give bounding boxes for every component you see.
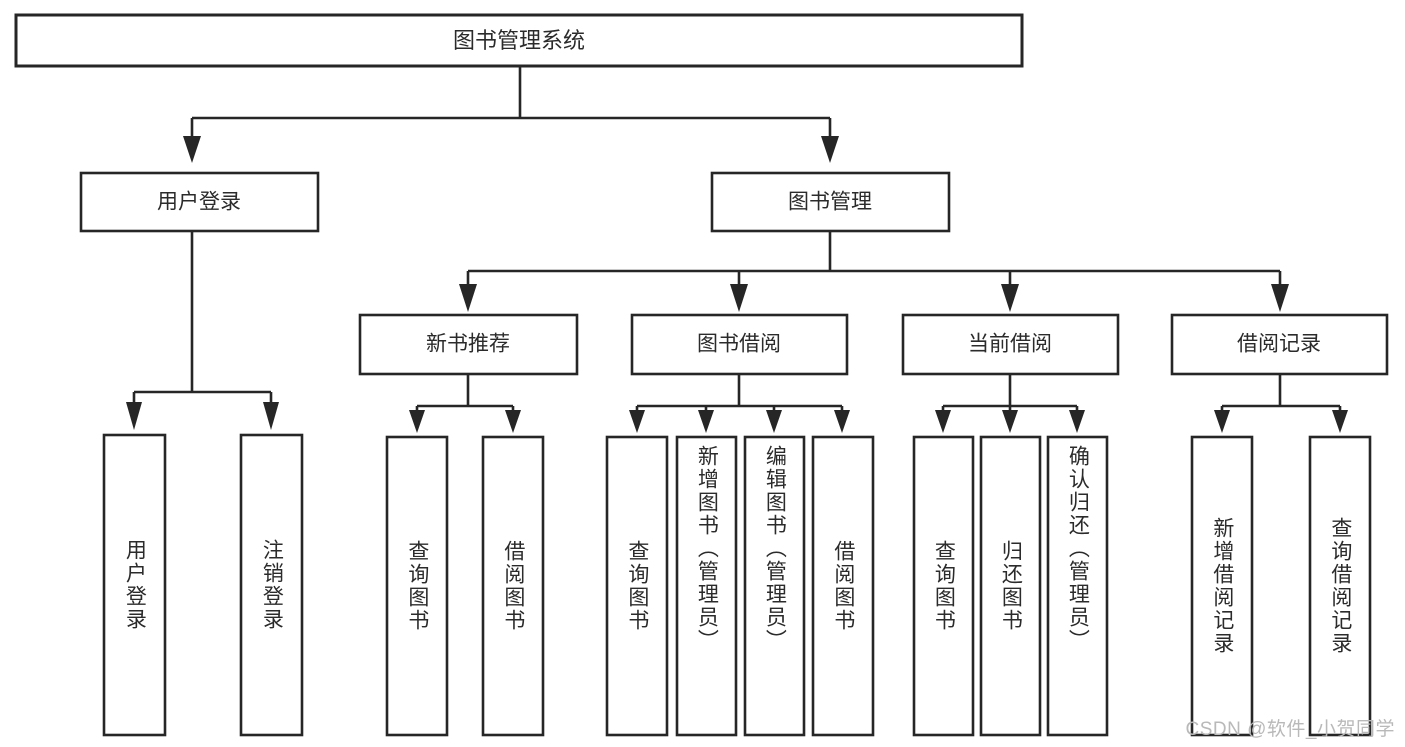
connector-group-current-borrow <box>935 374 1085 433</box>
node-current-borrow-box[interactable] <box>901 313 1120 376</box>
arrow-head-leaf-return-book <box>1002 410 1018 433</box>
connector-group-book-manage <box>459 231 1289 312</box>
node-book-borrow-box[interactable] <box>630 313 849 376</box>
arrow-head-leaf-user-logout <box>263 402 279 430</box>
connector-group-borrow-record <box>1214 374 1348 433</box>
node-borrow-record-label: 借阅记录 <box>1237 333 1321 356</box>
connector-group-book-borrow <box>629 374 850 433</box>
leaf-box-return-book[interactable] <box>979 435 1042 737</box>
arrow-head-leaf-user-login <box>126 402 142 430</box>
leaf-box-confirm-return-admin[interactable] <box>1046 435 1109 737</box>
connector-group-new-book-recommend <box>409 374 521 433</box>
node-user-login-label: 用户登录 <box>157 191 241 214</box>
leaf-box-borrow-book-1[interactable] <box>481 435 545 737</box>
node-user-login-box[interactable] <box>79 171 320 233</box>
leaf-box-add-book-admin[interactable] <box>675 435 738 737</box>
node-book-manage-label: 图书管理 <box>788 191 872 214</box>
node-root-box[interactable] <box>14 13 1024 68</box>
arrow-head-book-borrow <box>730 284 748 312</box>
node-book-borrow-label: 图书借阅 <box>697 333 781 356</box>
leaf-box-add-borrow-record[interactable] <box>1190 435 1254 737</box>
leaf-box-user-login[interactable] <box>102 433 167 737</box>
arrow-head-borrow-record <box>1271 284 1289 312</box>
arrow-head-leaf-borrow-book-2 <box>834 410 850 433</box>
node-new-book-recommend-box[interactable] <box>358 313 579 376</box>
leaf-box-user-logout[interactable] <box>239 433 304 737</box>
arrow-head-user-login <box>183 136 201 163</box>
watermark-text: CSDN @软件_小贺同学 <box>1185 719 1395 740</box>
arrow-head-leaf-confirm-return-admin <box>1069 410 1085 433</box>
node-book-manage-box[interactable] <box>710 171 951 233</box>
leaf-box-query-borrow-record[interactable] <box>1308 435 1372 737</box>
leaf-box-borrow-book-2[interactable] <box>811 435 875 737</box>
node-borrow-record-box[interactable] <box>1170 313 1389 376</box>
arrow-head-leaf-add-borrow-record <box>1214 410 1230 433</box>
leaf-box-query-book-2[interactable] <box>605 435 669 737</box>
arrow-head-leaf-add-book-admin <box>698 410 714 433</box>
arrow-head-current-borrow <box>1001 284 1019 312</box>
arrow-head-leaf-query-borrow-record <box>1332 410 1348 433</box>
leaf-box-query-book-1[interactable] <box>385 435 449 737</box>
node-current-borrow-label: 当前借阅 <box>968 333 1052 356</box>
arrow-head-leaf-edit-book-admin <box>766 410 782 433</box>
arrow-head-leaf-query-book-3 <box>935 410 951 433</box>
node-root-label: 图书管理系统 <box>453 28 585 53</box>
connector-group-user-login <box>126 231 279 430</box>
leaf-box-edit-book-admin[interactable] <box>743 435 806 737</box>
arrow-head-leaf-query-book-2 <box>629 410 645 433</box>
arrow-head-new-book-recommend <box>459 284 477 312</box>
leaf-box-query-book-3[interactable] <box>912 435 975 737</box>
arrow-head-book-manage <box>821 136 839 163</box>
connector-group-root <box>183 66 839 163</box>
arrow-head-leaf-query-book-1 <box>409 410 425 433</box>
node-new-book-recommend-label: 新书推荐 <box>426 333 510 356</box>
arrow-head-leaf-borrow-book-1 <box>505 410 521 433</box>
